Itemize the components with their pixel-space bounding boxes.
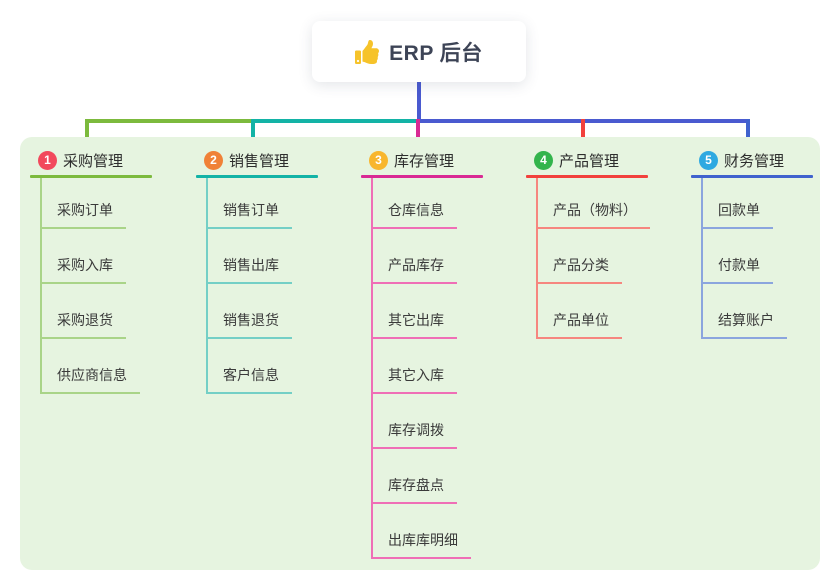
thumbs-up-icon <box>355 39 380 64</box>
children-connector-line <box>206 178 208 394</box>
branch-number-badge: 5 <box>699 150 718 170</box>
branch-title[interactable]: 库存管理 <box>394 152 455 170</box>
child-node: 结算账户 <box>701 284 787 339</box>
child-node: 库存盘点 <box>371 449 457 504</box>
child-node: 产品库存 <box>371 229 457 284</box>
branch-drop-line <box>251 119 255 150</box>
branch-underline <box>30 175 152 178</box>
child-node-label[interactable]: 回款单 <box>718 202 760 218</box>
root-connector-line <box>417 82 421 123</box>
branch-number-badge: 1 <box>38 150 57 170</box>
child-node: 销售退货 <box>206 284 292 339</box>
child-node: 采购退货 <box>40 284 126 339</box>
branch-children: 回款单付款单结算账户 <box>691 178 813 339</box>
branch-column-3: 3 库存管理仓库信息产品库存其它出库其它入库库存调拨库存盘点出库库明细 <box>361 149 483 559</box>
branch-column-5: 5 财务管理回款单付款单结算账户 <box>691 149 813 339</box>
child-node: 其它出库 <box>371 284 457 339</box>
child-node-label[interactable]: 产品分类 <box>553 257 609 273</box>
branches-panel <box>20 137 820 570</box>
child-node-label[interactable]: 供应商信息 <box>57 367 127 383</box>
branch-drop-line <box>416 119 420 150</box>
children-connector-line <box>371 178 373 559</box>
branch-header: 5 财务管理 <box>691 149 813 171</box>
branch-underline <box>526 175 648 178</box>
children-connector-line <box>40 178 42 394</box>
child-node-label[interactable]: 产品单位 <box>553 312 609 328</box>
branch-drop-line <box>581 119 585 150</box>
child-node-label[interactable]: 采购订单 <box>57 202 113 218</box>
trunk-segment <box>85 119 253 123</box>
branch-number-badge: 3 <box>369 150 388 170</box>
branch-underline <box>196 175 318 178</box>
branch-children: 销售订单销售出库销售退货客户信息 <box>196 178 318 394</box>
child-node-label[interactable]: 付款单 <box>718 257 760 273</box>
child-node-label[interactable]: 库存盘点 <box>388 477 444 493</box>
child-node-label[interactable]: 仓库信息 <box>388 202 444 218</box>
child-node: 采购入库 <box>40 229 126 284</box>
branch-drop-line <box>746 119 750 150</box>
children-connector-line <box>701 178 703 339</box>
child-node: 付款单 <box>701 229 773 284</box>
branch-title[interactable]: 采购管理 <box>63 152 124 170</box>
branch-title[interactable]: 销售管理 <box>229 152 290 170</box>
child-node: 产品单位 <box>536 284 622 339</box>
branch-header: 3 库存管理 <box>361 149 483 171</box>
child-node-label[interactable]: 结算账户 <box>718 312 774 328</box>
branch-header: 1 采购管理 <box>30 149 152 171</box>
branch-underline <box>691 175 813 178</box>
child-node: 销售出库 <box>206 229 292 284</box>
children-connector-line <box>536 178 538 339</box>
branch-children: 采购订单采购入库采购退货供应商信息 <box>30 178 152 394</box>
branch-column-4: 4 产品管理产品（物料） 产品分类产品单位 <box>526 149 650 339</box>
branch-number-badge: 2 <box>204 150 223 170</box>
child-node-label[interactable]: 其它出库 <box>388 312 444 328</box>
branch-number-badge: 4 <box>534 150 553 170</box>
root-node[interactable]: ERP 后台 <box>312 21 526 82</box>
branch-children: 仓库信息产品库存其它出库其它入库库存调拨库存盘点出库库明细 <box>361 178 483 559</box>
branch-title[interactable]: 产品管理 <box>559 152 620 170</box>
branch-header: 2 销售管理 <box>196 149 318 171</box>
child-node-label[interactable]: 产品库存 <box>388 257 444 273</box>
child-node: 产品分类 <box>536 229 622 284</box>
child-node: 出库库明细 <box>371 504 471 559</box>
child-node: 客户信息 <box>206 339 292 394</box>
child-node: 供应商信息 <box>40 339 140 394</box>
branch-column-1: 1 采购管理采购订单采购入库采购退货供应商信息 <box>30 149 152 394</box>
child-node-label[interactable]: 采购入库 <box>57 257 113 273</box>
trunk-segment <box>253 119 417 123</box>
child-node: 回款单 <box>701 178 773 229</box>
child-node: 库存调拨 <box>371 394 457 449</box>
root-node-title: ERP 后台 <box>389 41 483 65</box>
child-node-label[interactable]: 其它入库 <box>388 367 444 383</box>
branch-drop-line <box>85 119 89 150</box>
branch-header: 4 产品管理 <box>526 149 650 171</box>
child-node: 产品（物料） <box>536 178 650 229</box>
child-node-label[interactable]: 销售订单 <box>223 202 279 218</box>
child-node: 其它入库 <box>371 339 457 394</box>
branch-children: 产品（物料） 产品分类产品单位 <box>526 178 650 339</box>
child-node-label[interactable]: 库存调拨 <box>388 422 444 438</box>
child-node-label[interactable]: 出库库明细 <box>388 532 458 548</box>
child-node: 仓库信息 <box>371 178 457 229</box>
branch-title[interactable]: 财务管理 <box>724 152 785 170</box>
branch-column-2: 2 销售管理销售订单销售出库销售退货客户信息 <box>196 149 318 394</box>
branch-underline <box>361 175 483 178</box>
child-node-label[interactable]: 销售退货 <box>223 312 279 328</box>
child-node: 采购订单 <box>40 178 126 229</box>
child-node-label[interactable]: 采购退货 <box>57 312 113 328</box>
child-node-label[interactable]: 客户信息 <box>223 367 279 383</box>
child-node-label[interactable]: 产品（物料） <box>553 202 637 218</box>
child-node-label[interactable]: 销售出库 <box>223 257 279 273</box>
child-node: 销售订单 <box>206 178 292 229</box>
